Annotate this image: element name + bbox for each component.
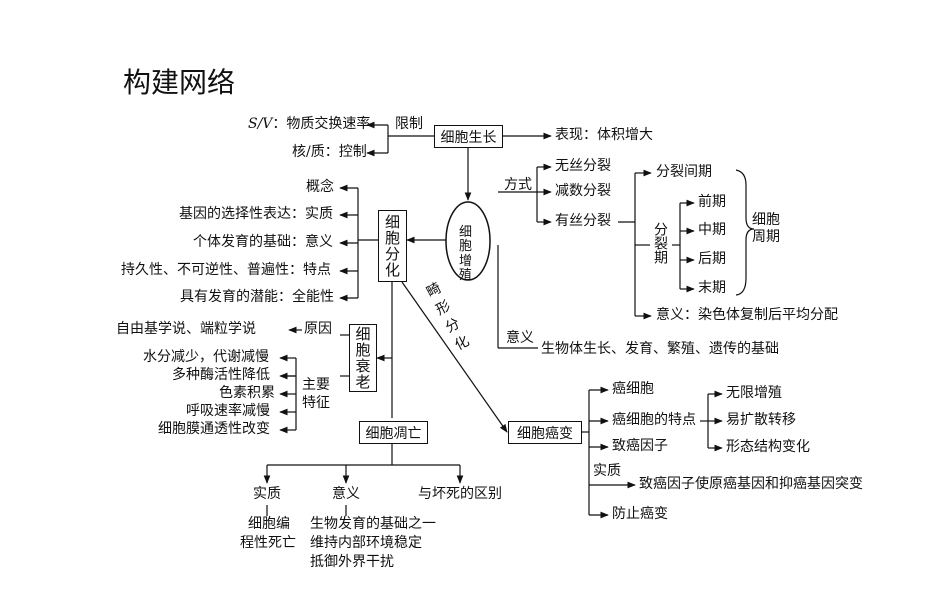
prolif-meaning-label: 意义	[506, 330, 534, 346]
division-period-label: 分裂期	[652, 222, 668, 264]
cancer-features-label: 癌细胞的特点	[612, 412, 696, 428]
phase-4: 末期	[698, 280, 726, 296]
method-label: 方式	[504, 177, 532, 193]
aging-cause-text: 自由基学说、端粒学说	[116, 321, 256, 337]
aging-feature-3: 色素积累	[219, 385, 275, 401]
apoptosis-meaning-1: 生物发育的基础之一	[310, 516, 436, 532]
cancer-feature-3: 形态结构变化	[726, 439, 810, 455]
carcinogen-label: 致癌因子	[612, 438, 668, 454]
phase-2: 中期	[698, 222, 726, 238]
page-title: 构建网络	[123, 66, 236, 99]
apoptosis-essence-label: 实质	[253, 486, 281, 502]
aging-cause-label: 原因	[304, 321, 332, 337]
apoptosis-essence-text-1: 细胞编	[248, 516, 290, 532]
apoptosis-essence-text-2: 程性死亡	[240, 535, 296, 551]
diff-item-2: 基因的选择性表达：实质	[179, 206, 333, 222]
cell-apoptosis-node: 细胞凋亡	[359, 421, 428, 444]
prolif-node: 细胞增殖	[459, 225, 473, 283]
diff-item-3: 个体发育的基础：意义	[193, 234, 333, 250]
phase-1: 前期	[698, 194, 726, 210]
amitosis-label: 无丝分裂	[555, 158, 611, 174]
cell-cancer-node: 细胞癌变	[508, 421, 582, 444]
aging-feature-4: 呼吸速率减慢	[186, 403, 270, 419]
apoptosis-meaning-3: 抵御外界干扰	[310, 554, 394, 570]
manifest-label: 表现：体积增大	[555, 127, 653, 143]
cancer-essence-text: 致癌因子使原癌基因和抑癌基因突变	[639, 476, 863, 492]
apoptosis-meaning-label: 意义	[332, 486, 360, 502]
limit-label: 限制	[395, 116, 423, 132]
interphase-label: 分裂间期	[656, 164, 712, 180]
prolif-meaning-text: 生物体生长、发育、繁殖、遗传的基础	[541, 341, 779, 357]
cancer-feature-1: 无限增殖	[726, 385, 782, 401]
nucleus-label: 核/质：控制	[292, 144, 367, 160]
cell-cycle-label: 细胞周期	[752, 212, 780, 245]
aging-feature-5: 细胞膜通透性改变	[158, 421, 270, 437]
diff-item-5: 具有发育的潜能：全能性	[180, 289, 334, 305]
aging-feature-1: 水分减少，代谢减慢	[143, 349, 269, 365]
cell-aging-node: 细胞衰老	[349, 324, 377, 392]
cell-diff-node: 细胞分化	[378, 210, 407, 282]
phase-3: 后期	[698, 251, 726, 267]
apoptosis-meaning-2: 维持内部环境稳定	[310, 535, 422, 551]
cancer-prevention: 防止癌变	[612, 506, 668, 522]
mitosis-label: 有丝分裂	[555, 213, 611, 229]
necrosis-diff-label: 与坏死的区别	[418, 486, 502, 502]
meiosis-label: 减数分裂	[555, 183, 611, 199]
mitosis-meaning: 意义：染色体复制后平均分配	[656, 307, 838, 323]
cell-growth-node: 细胞生长	[434, 125, 503, 148]
prolif-node-shape	[445, 201, 491, 281]
diff-item-4: 持久性、不可逆性、普遍性：特点	[121, 262, 331, 278]
cancer-cell-label: 癌细胞	[612, 381, 654, 397]
cancer-essence-label: 实质	[593, 463, 621, 479]
cancer-feature-2: 易扩散转移	[726, 412, 796, 428]
diff-item-1: 概念	[306, 179, 334, 195]
sv-label: S/V：物质交换速率	[248, 116, 371, 132]
aging-features-label: 主要特征	[302, 377, 330, 412]
aging-feature-2: 多种酶活性降低	[172, 367, 270, 383]
